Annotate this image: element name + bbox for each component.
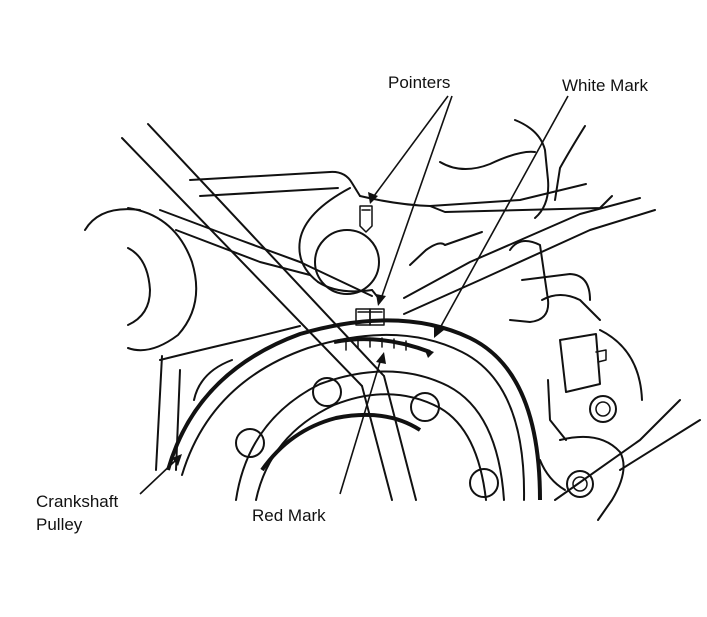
idler-pulley [314, 229, 380, 295]
leader-pointers-upper [368, 95, 449, 204]
crankshaft-pulley [166, 318, 542, 501]
crankshaft-pulley-label-line2: Pulley [36, 515, 83, 534]
leader-white-mark [434, 95, 569, 338]
white-mark-label: White Mark [562, 76, 648, 95]
leader-red-mark [339, 352, 386, 495]
crankshaft-pulley-label-line1: Crankshaft [36, 492, 119, 511]
pointers-label: Pointers [388, 73, 451, 92]
timing-scale [333, 337, 434, 358]
upper-pointer [359, 205, 373, 233]
red-mark-label: Red Mark [252, 506, 326, 525]
left-pulley [84, 207, 198, 352]
lower-housing [155, 325, 301, 471]
leader-pointers-lower [376, 95, 453, 306]
leader-crankshaft-pulley [139, 454, 182, 495]
right-side-components [509, 240, 701, 521]
lower-pointer [355, 308, 385, 326]
